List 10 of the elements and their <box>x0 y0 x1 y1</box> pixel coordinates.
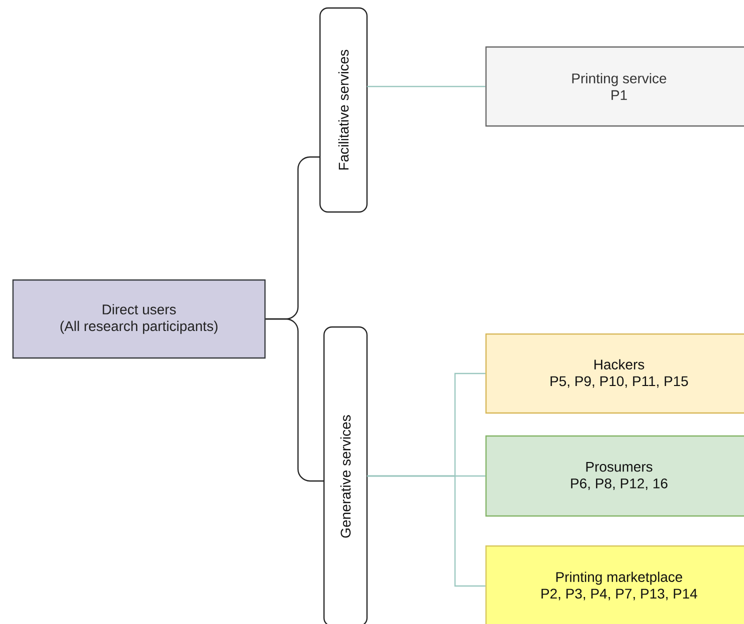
category-box: Direct users (All research participants) <box>12 279 266 359</box>
bracket-line <box>266 318 324 482</box>
category-box: Printing marketplace P2, P3, P4, P7, P13, P14 <box>485 545 744 624</box>
category-box: Hackers P5, P9, P10, P11, P15 <box>485 333 744 414</box>
category-box: Prosumers P6, P8, P12, 16 <box>485 435 744 517</box>
group-label-box: Facilitative services <box>319 7 368 213</box>
group-label-box: Generative services <box>323 326 368 624</box>
connector-line <box>367 475 486 587</box>
connector-line <box>367 86 486 88</box>
category-box: Printing service P1 <box>485 46 744 127</box>
